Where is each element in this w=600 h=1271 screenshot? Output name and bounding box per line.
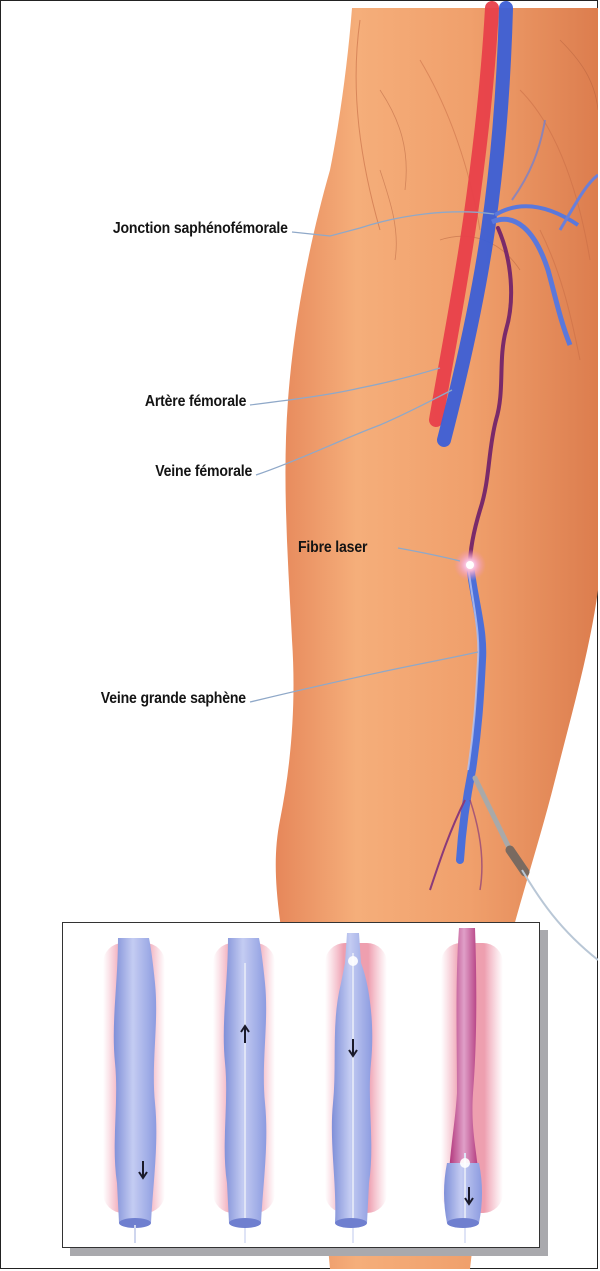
vein-stage-1 — [103, 938, 165, 1243]
label-great-saphenous-vein: Veine grande saphène — [101, 690, 246, 708]
vein-stage-3 — [325, 933, 387, 1243]
inset-panel — [62, 922, 540, 1248]
vein-stage-4 — [441, 928, 503, 1243]
label-saphenofemoral-junction: Jonction saphénofémorale — [113, 220, 288, 238]
vein-stage-2 — [213, 938, 275, 1243]
label-femoral-artery: Artère fémorale — [145, 393, 246, 411]
label-femoral-vein: Veine fémorale — [155, 463, 252, 481]
label-laser-fiber: Fibre laser — [298, 539, 367, 557]
vein-stages-illustration — [63, 923, 540, 1248]
